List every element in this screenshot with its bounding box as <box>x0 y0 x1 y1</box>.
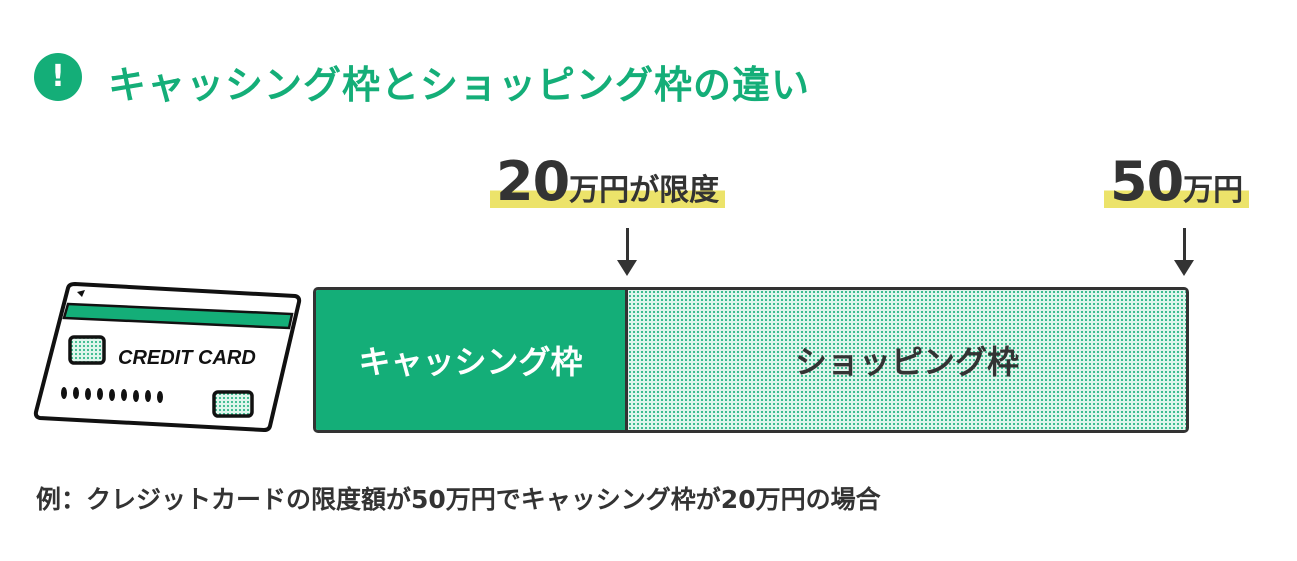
total-limit-label: 50万円 <box>1104 150 1250 213</box>
shopping-label: ショッピング枠 <box>794 343 1019 381</box>
cashing-label: キャッシング枠 <box>358 343 583 381</box>
credit-card-illustration: CREDIT CARD <box>33 281 302 433</box>
limit-bar: キャッシング枠 ショッピング枠 <box>313 287 1189 433</box>
down-arrow-icon <box>617 228 637 276</box>
exclamation-icon: ! <box>34 53 82 101</box>
down-arrow-icon <box>1174 228 1194 276</box>
shopping-segment: ショッピング枠 <box>628 290 1186 430</box>
total-limit-number: 50 <box>1110 150 1184 213</box>
cashing-segment: キャッシング枠 <box>316 290 628 430</box>
example-caption: 例：クレジットカードの限度額が50万円でキャッシング枠が20万円の場合 <box>36 485 881 514</box>
chip-icon <box>68 335 106 365</box>
cashing-limit-label: 20万円が限度 <box>490 150 726 213</box>
total-limit-unit: 万円 <box>1183 173 1244 208</box>
diagram-title: キャッシング枠とショッピング枠の違い <box>108 63 811 107</box>
card-label: CREDIT CARD <box>118 347 256 369</box>
cashing-limit-unit: 万円が限度 <box>569 173 720 208</box>
cashing-limit-number: 20 <box>496 150 570 213</box>
